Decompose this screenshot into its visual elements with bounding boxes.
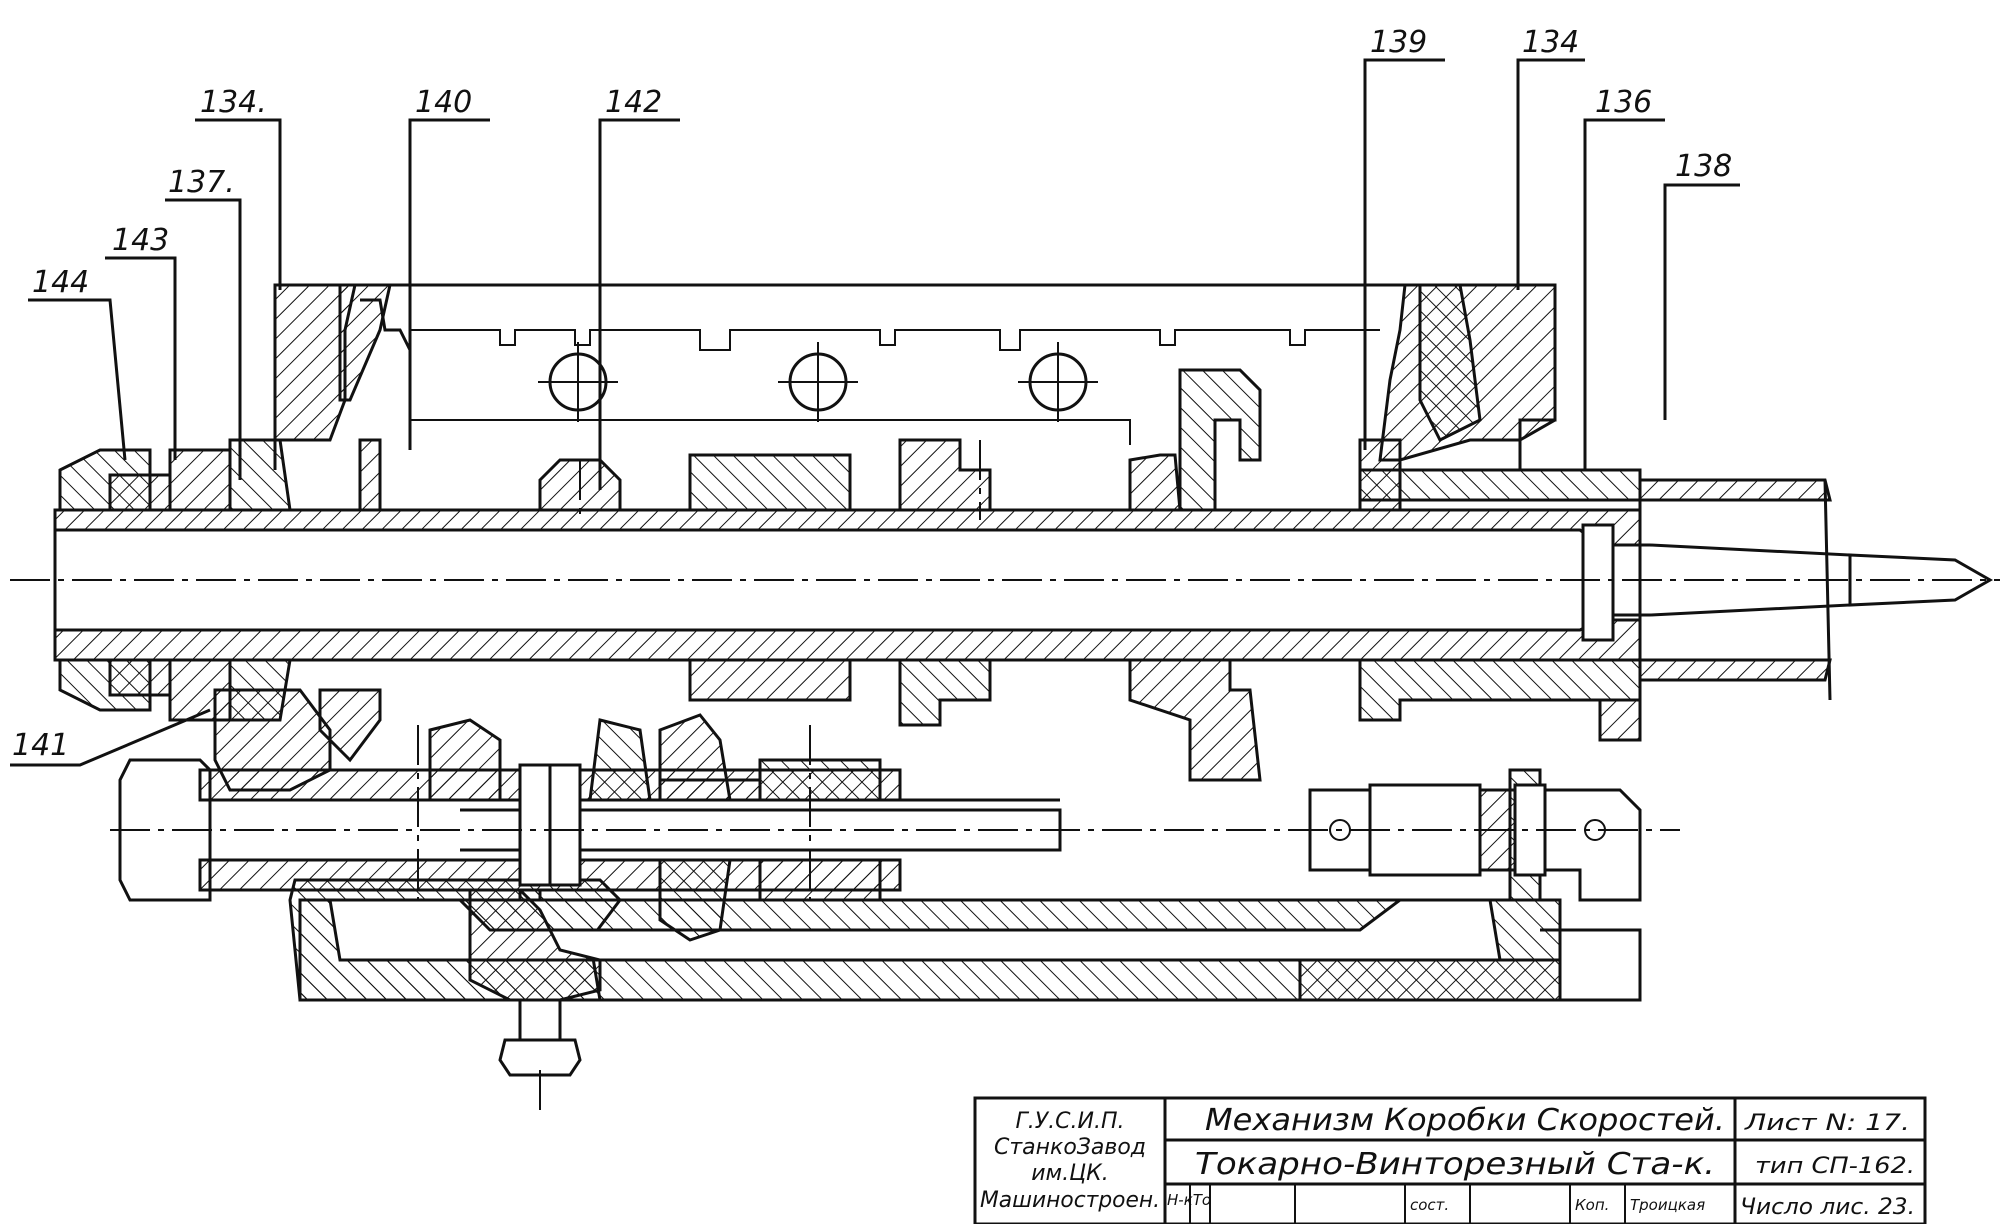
housing-upper xyxy=(273,283,1557,470)
spindle xyxy=(53,478,1994,701)
label-134-left: 134. xyxy=(200,85,267,120)
tb-org-2: СтанкоЗавод xyxy=(994,1135,1146,1160)
tb-sost: сост. xyxy=(1410,1196,1449,1214)
label-139: 139 xyxy=(1370,25,1427,60)
housing-holes xyxy=(538,342,1098,422)
label-140: 140 xyxy=(415,85,472,120)
tb-kop: Коп. xyxy=(1575,1196,1609,1214)
label-141: 141 xyxy=(12,728,69,763)
tb-org-1: Г.У.С.И.П. xyxy=(1016,1109,1125,1134)
tb-name: Троицкая xyxy=(1630,1196,1705,1214)
label-134-right: 134 xyxy=(1522,25,1579,60)
tb-org-4: Машиностроен. xyxy=(980,1188,1160,1213)
label-144: 144 xyxy=(32,265,89,300)
tb-type: тип СП-162. xyxy=(1755,1154,1915,1179)
part-label-leaders: 134. 140 142 139 134 136 138 137. 143 14… xyxy=(10,25,1740,767)
tb-nkto: Н-кТо xyxy=(1167,1191,1211,1209)
label-138: 138 xyxy=(1675,149,1732,184)
tb-title: Механизм Коробки Скоростей. xyxy=(1205,1103,1725,1138)
label-143: 143 xyxy=(112,223,169,258)
spindle-gears xyxy=(358,368,1642,782)
tb-sheet-number: Лист N: 17. xyxy=(1744,1111,1910,1136)
housing-right-rib xyxy=(1418,283,1482,443)
tb-subtitle: Токарно-Винторезный Ста-к. xyxy=(1195,1147,1715,1182)
label-137: 137. xyxy=(168,165,235,200)
lower-shaft xyxy=(118,713,1642,1110)
title-block: Г.У.С.И.П. СтанкоЗавод им.ЦК. Машиностро… xyxy=(973,1096,1927,1224)
housing-left-rib xyxy=(338,283,392,402)
label-142: 142 xyxy=(605,85,662,120)
centerlines xyxy=(417,440,981,900)
label-136: 136 xyxy=(1595,85,1652,120)
tb-org-3: им.ЦК. xyxy=(1031,1161,1109,1186)
tb-sheets-total: Число лис. 23. xyxy=(1740,1195,1915,1220)
